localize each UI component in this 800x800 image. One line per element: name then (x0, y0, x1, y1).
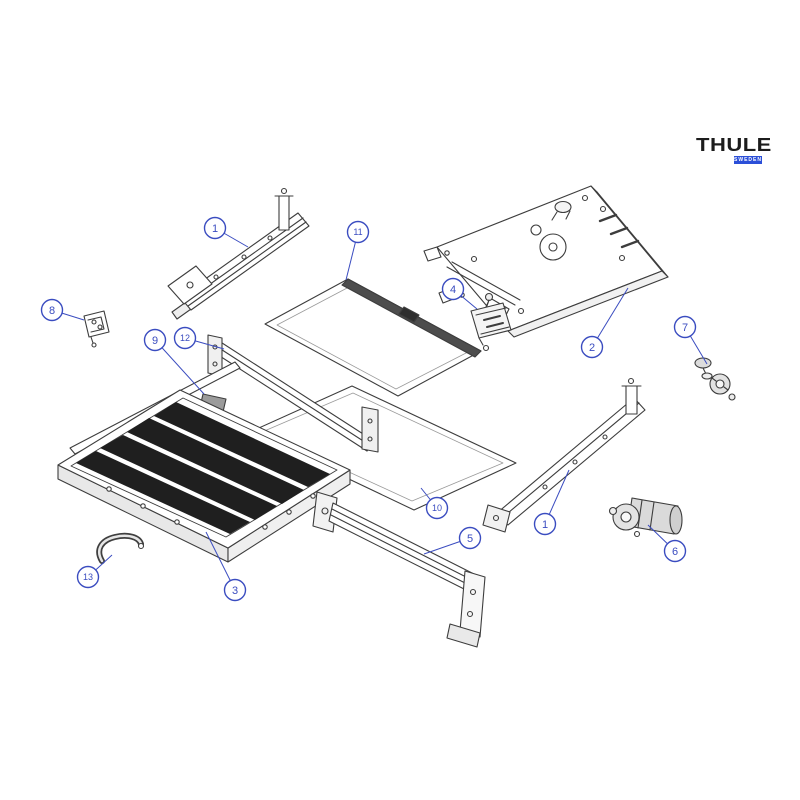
part-strap-13 (96, 532, 145, 564)
callout-circle-3 (223, 578, 247, 602)
callout-10: 10 (420, 487, 449, 520)
callout-5: 5 (423, 526, 482, 555)
part-latch-4 (470, 292, 512, 352)
part-rail-right (482, 377, 646, 533)
callout-number-11: 11 (353, 227, 362, 237)
callout-number-7: 7 (682, 322, 688, 334)
callout-number-9: 9 (152, 335, 158, 347)
callout-number-1: 1 (542, 519, 548, 531)
part-mat-upper (264, 278, 482, 397)
callout-6: 6 (647, 524, 687, 563)
callout-number-1: 1 (212, 223, 218, 235)
callout-circle-12 (173, 326, 197, 350)
callout-number-8: 8 (49, 305, 55, 317)
callout-circle-7 (673, 315, 697, 339)
callout-circle-1 (533, 512, 557, 536)
callout-circle-8 (40, 298, 64, 322)
callout-13: 13 (76, 554, 113, 589)
callout-number-5: 5 (467, 533, 473, 545)
callout-number-6: 6 (672, 546, 678, 558)
callout-number-13: 13 (83, 572, 93, 582)
callout-number-4: 4 (450, 284, 456, 296)
callout-number-3: 3 (232, 585, 238, 597)
brand-logo-text: THULE (696, 134, 772, 155)
part-knob-7 (694, 357, 736, 401)
callout-7: 7 (673, 315, 708, 365)
callout-1: 1 (203, 216, 249, 248)
brand-logo: THULE SWEDEN (696, 136, 776, 164)
callout-circle-1 (203, 216, 227, 240)
part-front-beam (312, 491, 486, 648)
callout-3: 3 (205, 531, 247, 602)
callout-1: 1 (533, 469, 570, 536)
callout-circle-13 (76, 565, 100, 589)
part-motor (608, 497, 683, 538)
callout-11: 11 (345, 220, 370, 281)
callout-circle-2 (580, 335, 604, 359)
callout-circle-5 (458, 526, 482, 550)
brand-logo-badge: SWEDEN (734, 156, 762, 164)
callout-circle-9 (143, 328, 167, 352)
callout-number-10: 10 (432, 503, 442, 513)
callout-9: 9 (143, 328, 205, 395)
callout-circle-11 (346, 220, 370, 244)
callout-circle-10 (425, 496, 449, 520)
callout-2: 2 (580, 287, 629, 359)
callout-12: 12 (173, 326, 225, 350)
callout-4: 4 (441, 277, 478, 310)
callout-circle-4 (441, 277, 465, 301)
callout-number-2: 2 (589, 342, 595, 354)
callout-number-12: 12 (180, 333, 190, 343)
part-rail-upper-left (167, 187, 310, 320)
callout-circle-6 (663, 539, 687, 563)
callout-8: 8 (40, 298, 85, 322)
part-bracket-8 (83, 310, 110, 348)
